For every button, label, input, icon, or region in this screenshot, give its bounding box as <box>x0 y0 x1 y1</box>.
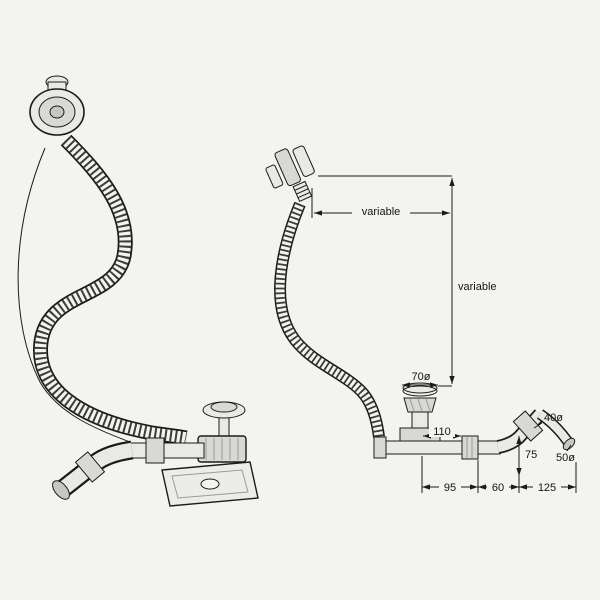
dim-60-label: 60 <box>492 482 504 494</box>
flexible-overflow-hose-side <box>280 204 379 437</box>
drain-plug <box>202 401 246 439</box>
dim-70-label: 70ø <box>412 371 431 383</box>
angled-outlet <box>498 410 576 452</box>
pipe-union-nut <box>145 437 165 464</box>
leader-40 <box>533 422 543 429</box>
tee-hatch <box>205 438 239 460</box>
dim-95-label: 95 <box>444 482 456 494</box>
waste-pipe <box>125 442 205 459</box>
dim-variable-vertical-label: variable <box>458 281 497 293</box>
trap-pipe <box>383 440 501 455</box>
overflow-cap <box>29 75 85 136</box>
outlet-union-nut <box>512 410 544 442</box>
dim-variable-horizontal-label: variable <box>362 206 401 218</box>
waste-tee-body <box>197 435 247 463</box>
elbow-union-nut <box>74 451 106 483</box>
perspective-view <box>17 75 259 507</box>
fitting-ribs <box>294 184 311 199</box>
outlet-elbow <box>52 450 132 500</box>
dim-125-label: 125 <box>538 482 556 494</box>
dim-75-label: 75 <box>525 449 537 461</box>
drain-hatch <box>409 398 431 412</box>
dimension-annotations: variable variable 70ø 110 75 <box>311 175 577 494</box>
dim-110-label: 110 <box>433 426 451 438</box>
overflow-fitting <box>265 145 315 203</box>
leader-50 <box>566 444 572 452</box>
control-cable <box>17 147 131 443</box>
flexible-overflow-hose <box>40 140 186 438</box>
dimensioned-view: variable variable 70ø 110 75 <box>265 145 577 494</box>
elbow-outlet-end <box>52 480 70 500</box>
mounting-bracket <box>161 461 259 507</box>
drain-tailpipe <box>411 411 429 429</box>
dim-40-label: 40ø <box>544 412 563 424</box>
dim-50-label: 50ø <box>556 452 575 464</box>
trap-union-nut <box>461 435 479 460</box>
hose-union-nut <box>373 436 387 459</box>
